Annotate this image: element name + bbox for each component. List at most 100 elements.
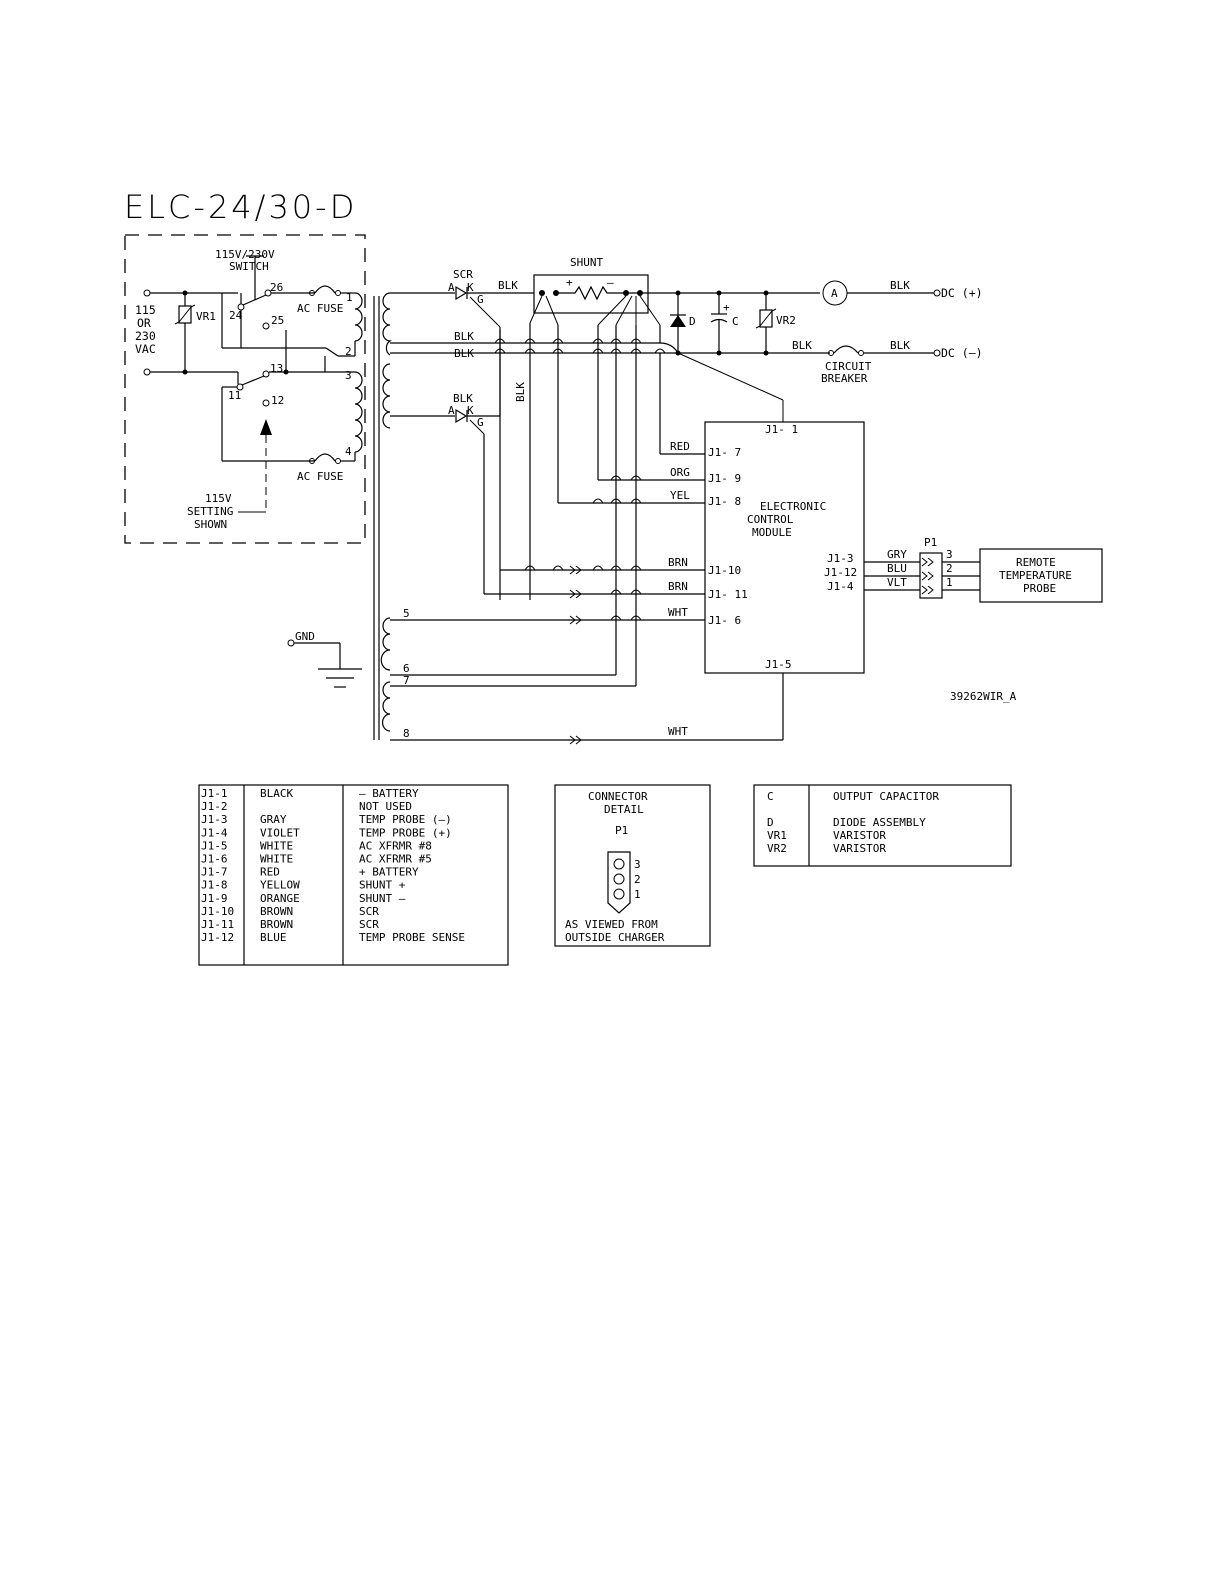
wire-table-color: GRAY	[260, 813, 287, 826]
electronic-control-module	[704, 421, 865, 674]
xfmr-terminal-7: 7	[403, 674, 410, 687]
wire-label-blk-dc-plus: BLK	[890, 279, 910, 292]
vr2-label: VR2	[776, 314, 796, 327]
pin-j1-5: J1-5	[765, 658, 792, 671]
terminal-25: 25	[271, 314, 284, 327]
wire-table-function: + BATTERY	[359, 866, 419, 879]
connector-detail-footer-2: OUTSIDE CHARGER	[565, 931, 665, 944]
terminal-11: 11	[228, 389, 241, 402]
wire-label-brn-2: BRN	[668, 580, 688, 593]
dc-minus-label: DC (–)	[941, 346, 983, 360]
diode-d	[670, 315, 686, 327]
shunt-minus: –	[607, 276, 614, 289]
legend-description: OUTPUT CAPACITOR	[833, 790, 939, 803]
wire-harness	[390, 295, 784, 745]
probe-label-2: TEMPERATURE	[999, 569, 1072, 582]
vr1-label: VR1	[196, 310, 216, 323]
connector-detail-name: P1	[615, 824, 628, 837]
input-terminal-bottom	[143, 368, 151, 376]
input-section	[143, 255, 363, 513]
p1-pin-2: 2	[946, 562, 953, 575]
input-or: OR	[137, 316, 151, 330]
setting-label-2: SETTING	[187, 505, 233, 518]
circuit-breaker	[833, 345, 859, 354]
dc-minus-terminal	[933, 349, 941, 357]
p1-pin-1: 1	[946, 576, 953, 589]
wire-table-function: SCR	[359, 918, 379, 931]
setting-label-1: 115V	[205, 492, 232, 505]
ac-fuse-bottom	[314, 453, 336, 462]
wire-table-pin: J1-4	[201, 826, 228, 839]
scr-top-anode: A	[448, 281, 455, 294]
setting-label-3: SHOWN	[194, 518, 227, 531]
wire-table-pin: J1-9	[201, 892, 228, 905]
wire-table-function: SCR	[359, 905, 379, 918]
switch-label-1: 115V/230V	[215, 248, 275, 261]
xfmr-terminal-4: 4	[345, 445, 352, 458]
module-label-3: MODULE	[752, 526, 792, 539]
wire-label-gry: GRY	[887, 548, 907, 561]
transformer-secondary	[380, 292, 393, 732]
legend-code: D	[767, 816, 774, 829]
connector-detail-footer-1: AS VIEWED FROM	[565, 918, 658, 931]
wire-table-function: NOT USED	[359, 800, 412, 813]
wire-table-function: SHUNT +	[359, 879, 406, 892]
wire-table-pin: J1-12	[201, 931, 234, 944]
pin-j1-1: J1- 1	[765, 423, 798, 436]
connector-detail-pin-3: 3	[634, 858, 641, 871]
input-labels: 115V/230V SWITCH 115 OR 230 VAC VR1 AC F…	[135, 248, 410, 740]
wire-label-wht-1: WHT	[668, 606, 688, 619]
pin-j1-12: J1-12	[824, 566, 857, 579]
circuit-breaker-label-2: BREAKER	[821, 372, 868, 385]
wire-table-color: BLACK	[260, 787, 293, 800]
terminal-12: 12	[271, 394, 284, 407]
probe-label-1: REMOTE	[1016, 556, 1056, 569]
wire-table-color: YELLOW	[260, 879, 300, 892]
transformer-primary	[354, 292, 363, 453]
wire-table-function: TEMP PROBE SENSE	[359, 931, 465, 944]
scr-label: SCR	[453, 268, 473, 281]
xfmr-terminal-6: 6	[403, 662, 410, 675]
legend-code: VR2	[767, 842, 787, 855]
wire-table-pin: J1-2	[201, 800, 228, 813]
wire-table-function: AC XFRMR #8	[359, 839, 432, 852]
wire-table-color: BROWN	[260, 905, 293, 918]
legend-description: VARISTOR	[833, 829, 886, 842]
xfmr-terminal-1: 1	[346, 291, 353, 304]
probe-label-3: PROBE	[1023, 582, 1056, 595]
input-230: 230	[135, 329, 156, 343]
wire-table-pin: J1-3	[201, 813, 228, 826]
wire-table-function: SHUNT –	[359, 892, 406, 905]
xfmr-terminal-8: 8	[403, 727, 410, 740]
wire-table-function: – BATTERY	[359, 787, 419, 800]
connector-detail-heading-2: DETAIL	[604, 803, 644, 816]
output-labels: SCR A K G A K G SHUNT + – D C + VR2 A DC…	[448, 256, 1072, 703]
wire-label-yel: YEL	[670, 489, 690, 502]
wire-table-pin: J1-8	[201, 879, 228, 892]
module-label-1: ELECTRONIC	[760, 500, 826, 513]
pin-j1-8: J1- 8	[708, 495, 741, 508]
xfmr-terminal-3: 3	[345, 369, 352, 382]
terminal-24: 24	[229, 309, 243, 322]
wire-label-blk-cb-left: BLK	[792, 339, 812, 352]
wire-label-red: RED	[670, 440, 690, 453]
pin-j1-10: J1-10	[708, 564, 741, 577]
pin-j1-3: J1-3	[827, 552, 854, 565]
connector-detail-pin-2: 2	[634, 873, 641, 886]
remote-temperature-probe	[979, 548, 1103, 603]
scr-top	[455, 285, 468, 301]
pin-j1-6: J1- 6	[708, 614, 741, 627]
wire-table-color: RED	[260, 866, 280, 879]
capacitor-plus: +	[723, 301, 730, 314]
input-vac: VAC	[135, 342, 156, 356]
p1-pin-3: 3	[946, 548, 953, 561]
ammeter-label: A	[831, 287, 838, 300]
wire-table-pin: J1-6	[201, 853, 228, 866]
pin-j1-11: J1- 11	[708, 588, 748, 601]
wire-label-wht-2: WHT	[668, 725, 688, 738]
scr-bottom-cathode: K	[467, 404, 474, 417]
scr-bottom-anode: A	[448, 404, 455, 417]
wire-label-blk-vertical: BLK	[514, 382, 527, 402]
wire-table-pin: J1-5	[201, 839, 228, 852]
ac-fuse-bottom-label: AC FUSE	[297, 470, 343, 483]
